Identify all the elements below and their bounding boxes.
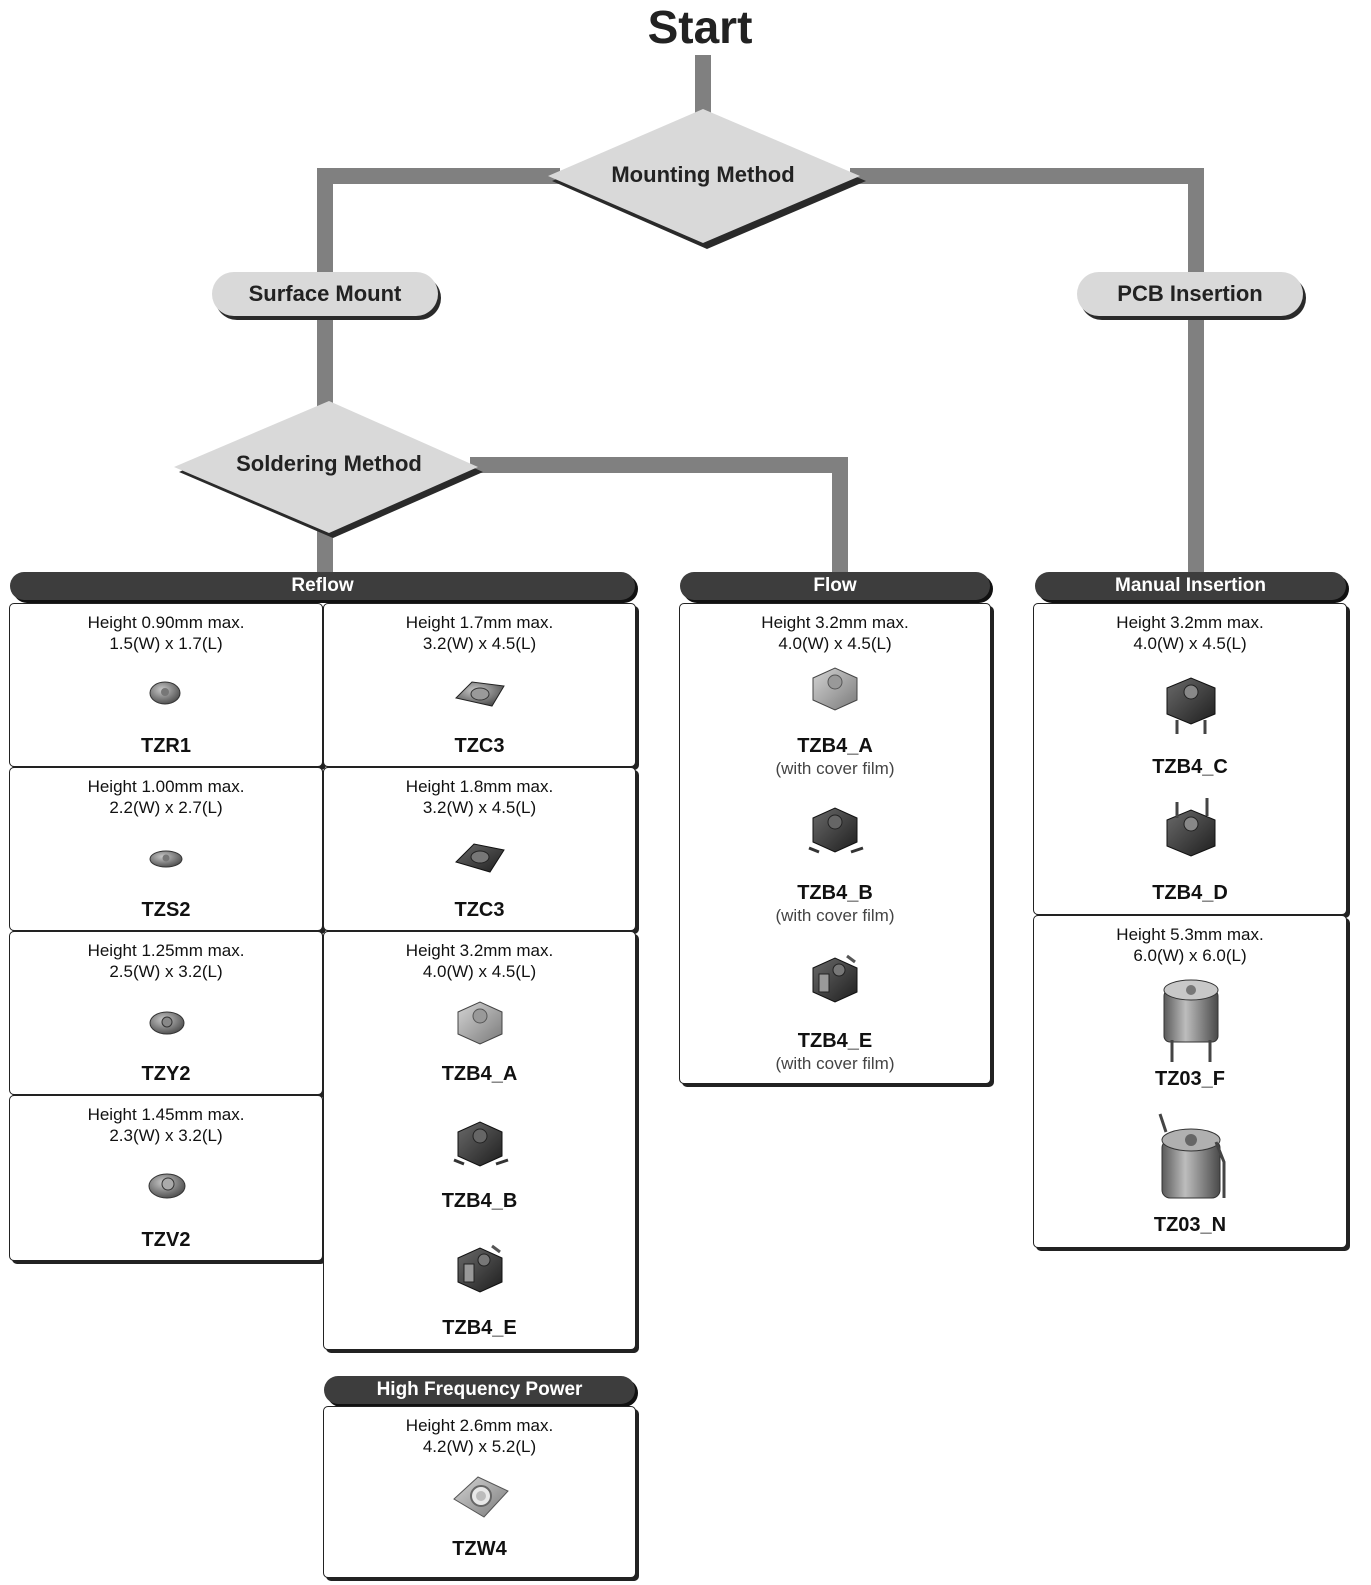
spec-height: Height 3.2mm max.	[1116, 613, 1264, 632]
mounting-method-diamond	[548, 109, 860, 243]
tzb4-b-dark-icon	[453, 1121, 509, 1167]
spec-height: Height 2.6mm max.	[405, 1416, 554, 1435]
product-cell-tzc3-a: Height 1.7mm max. 3.2(W) x 4.5(L) TZC3	[323, 603, 636, 767]
model-name: TZW4	[452, 1538, 507, 1560]
model-name: TZY2	[141, 1063, 191, 1085]
manual-insertion-header: Manual Insertion	[1035, 572, 1346, 600]
product-cell-tzy2: Height 1.25mm max. 2.5(W) x 3.2(L) TZY2	[9, 931, 323, 1095]
spec-height: Height 1.25mm max.	[87, 941, 245, 960]
model-name: TZB4_E	[442, 1317, 517, 1339]
spec-dimensions: 4.0(W) x 4.5(L)	[778, 634, 892, 653]
model-name: TZR1	[141, 735, 191, 757]
pcb-insertion-node: PCB Insertion	[1077, 272, 1303, 316]
cover-film-note: (with cover film)	[775, 1054, 895, 1073]
flow-tzb4-e-icon	[812, 954, 858, 1003]
spec-dimensions: 2.2(W) x 2.7(L)	[109, 798, 223, 817]
model-name: TZB4_A	[797, 735, 873, 757]
mounting-right-connector	[850, 168, 1204, 280]
spec-height: Height 0.90mm max.	[87, 613, 245, 632]
tz03-n-icon	[1158, 1113, 1226, 1199]
tzv2-chip-icon	[148, 1173, 186, 1199]
spec-dimensions: 3.2(W) x 4.5(L)	[422, 798, 537, 817]
start-title: Start	[647, 1, 753, 53]
model-name: TZB4_A	[441, 1063, 518, 1085]
cover-film-note: (with cover film)	[775, 906, 895, 925]
tzb4-e-dark-icon	[457, 1244, 503, 1293]
tzr1-chip-icon	[149, 681, 181, 705]
tz03-f-icon	[1163, 979, 1219, 1062]
spec-height: Height 1.8mm max.	[405, 777, 554, 796]
model-name: TZB4_C	[1152, 756, 1228, 778]
tzb4-c-icon	[1166, 677, 1216, 734]
spec-dimensions: 6.0(W) x 6.0(L)	[1133, 946, 1247, 965]
spec-dimensions: 3.2(W) x 4.5(L)	[422, 634, 537, 653]
product-cell-tzw4: Height 2.6mm max. 4.2(W) x 5.2(L) TZW4	[323, 1406, 636, 1578]
tzc3-dark-chip-icon	[455, 843, 505, 873]
model-name: TZB4_E	[797, 1030, 873, 1052]
spec-height: Height 1.7mm max.	[405, 613, 554, 632]
soldering-to-flow-connector	[470, 457, 848, 578]
model-name: TZB4_D	[1152, 882, 1228, 904]
product-cell-tzs2: Height 1.00mm max. 2.2(W) x 2.7(L) TZS2	[9, 767, 323, 931]
model-name: TZB4_B	[441, 1190, 518, 1212]
spec-dimensions: 2.5(W) x 3.2(L)	[109, 962, 223, 981]
spec-dimensions: 4.2(W) x 5.2(L)	[422, 1437, 537, 1456]
spec-height: Height 1.45mm max.	[87, 1105, 245, 1124]
mounting-left-connector	[317, 168, 560, 280]
spec-height: Height 3.2mm max.	[761, 613, 909, 632]
spec-dimensions: 4.0(W) x 4.5(L)	[1133, 634, 1247, 653]
model-name: TZ03_N	[1153, 1214, 1227, 1236]
product-cell-tzc3-b: Height 1.8mm max. 3.2(W) x 4.5(L) TZC3	[323, 767, 636, 931]
spec-dimensions: 2.3(W) x 3.2(L)	[109, 1126, 223, 1145]
reflow-header: Reflow	[10, 572, 635, 600]
tzw4-chip-icon	[453, 1476, 509, 1518]
model-name: TZC3	[454, 899, 505, 921]
mounting-method-label: Mounting Method	[611, 162, 795, 187]
model-name: TZ03_F	[1154, 1068, 1226, 1090]
spec-height: Height 3.2mm max.	[405, 941, 554, 960]
product-cell-tzv2: Height 1.45mm max. 2.3(W) x 3.2(L) TZV2	[9, 1095, 323, 1261]
flow-header: Flow	[680, 572, 990, 600]
tzc3-chip-icon	[455, 681, 505, 707]
product-cell-tzr1: Height 0.90mm max. 1.5(W) x 1.7(L) TZR1	[9, 603, 323, 767]
flow-tzb4-a-icon	[812, 667, 858, 711]
flow-tzb4-b-icon	[808, 807, 864, 854]
spec-height: Height 1.00mm max.	[87, 777, 245, 796]
cover-film-note: (with cover film)	[775, 759, 895, 778]
spec-dimensions: 1.5(W) x 1.7(L)	[109, 634, 223, 653]
product-cell-tzb4-cd: Height 3.2mm max. 4.0(W) x 4.5(L) TZB4_C…	[1033, 603, 1347, 915]
product-cell-tzb4-reflow: Height 3.2mm max. 4.0(W) x 4.5(L) TZB4_A…	[323, 931, 636, 1350]
product-cell-flow: Height 3.2mm max. 4.0(W) x 4.5(L) TZB4_A…	[679, 603, 991, 1084]
model-name: TZB4_B	[797, 882, 873, 904]
spec-dimensions: 4.0(W) x 4.5(L)	[422, 962, 537, 981]
tzs2-chip-icon	[149, 850, 183, 868]
model-name: TZV2	[141, 1229, 191, 1251]
spec-height: Height 5.3mm max.	[1116, 925, 1264, 944]
tzb4-d-icon	[1166, 798, 1216, 857]
hf-power-header: High Frequency Power	[324, 1376, 635, 1404]
product-cell-tz03: Height 5.3mm max. 6.0(W) x 6.0(L) TZ03_F…	[1033, 915, 1347, 1248]
soldering-method-diamond	[174, 401, 478, 533]
model-name: TZC3	[454, 735, 505, 757]
tzy2-chip-icon	[149, 1011, 185, 1035]
surface-mount-node: Surface Mount	[212, 272, 438, 316]
soldering-method-label: Soldering Method	[236, 451, 422, 476]
model-name: TZS2	[141, 899, 191, 921]
tzb4-a-light-icon	[457, 1001, 503, 1045]
